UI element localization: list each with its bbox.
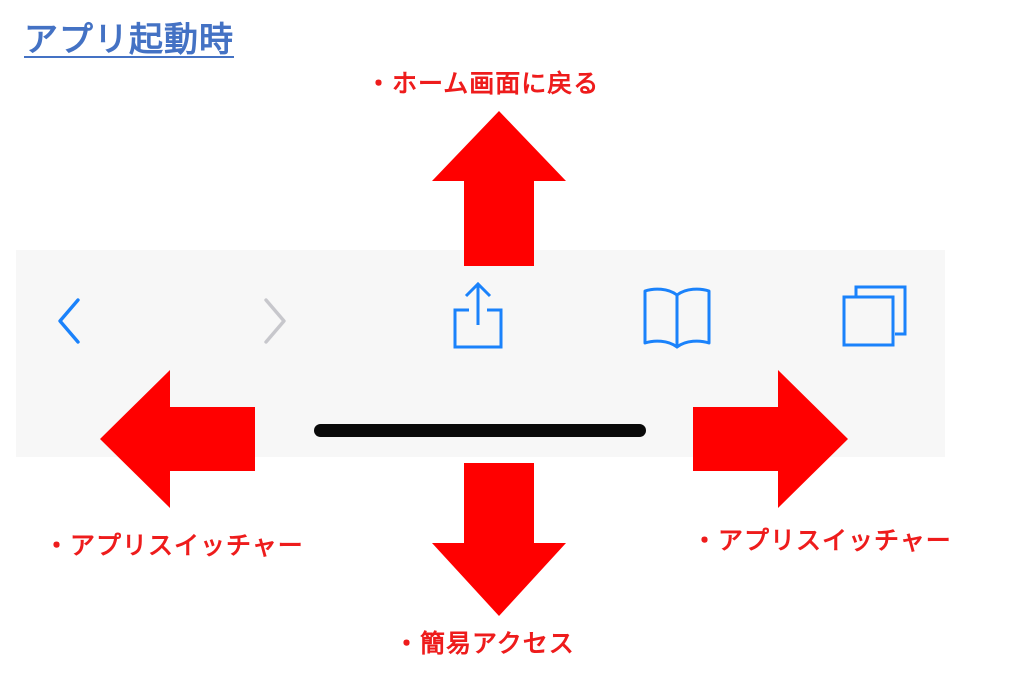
swipe-right-label: ・アプリスイッチャー [692, 526, 952, 555]
swipe-down-arrow-icon [432, 463, 566, 616]
tabs-icon[interactable] [838, 283, 912, 349]
back-chevron-icon[interactable] [52, 296, 86, 346]
page-heading: アプリ起動時 [24, 20, 234, 60]
swipe-up-label: ・ホーム画面に戻る [366, 69, 600, 98]
bookmarks-book-icon[interactable] [640, 285, 714, 351]
share-icon[interactable] [448, 280, 508, 352]
forward-chevron-icon[interactable] [258, 296, 292, 346]
swipe-down-label: ・簡易アクセス [394, 629, 575, 658]
swipe-left-arrow-icon [100, 370, 255, 508]
swipe-up-arrow-icon [432, 111, 566, 266]
home-indicator-bar[interactable] [314, 424, 646, 437]
swipe-right-arrow-icon [693, 370, 848, 508]
swipe-left-label: ・アプリスイッチャー [44, 531, 304, 560]
